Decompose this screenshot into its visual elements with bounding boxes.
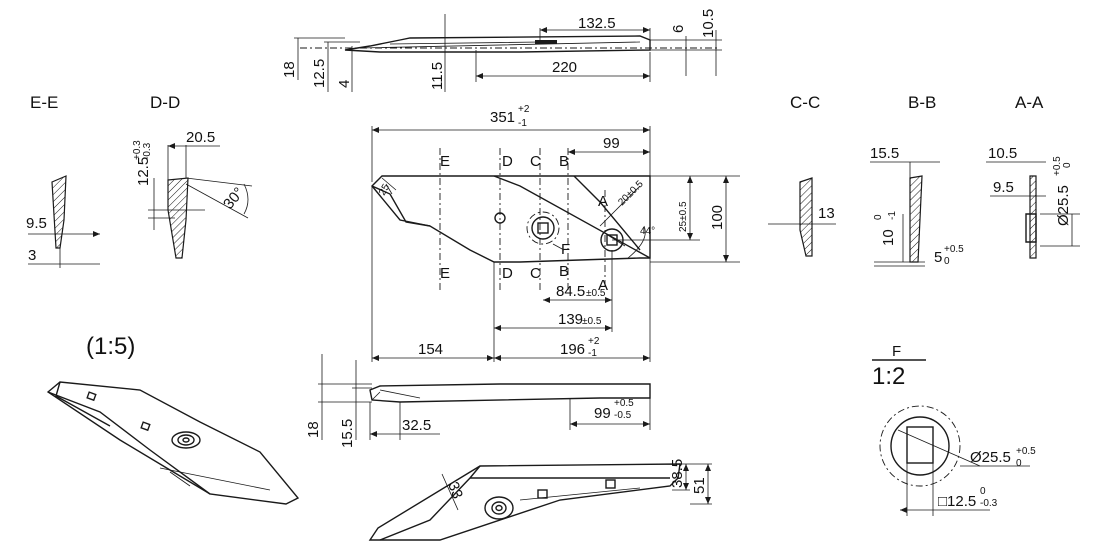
dim-25-0-5: 25±0.5 [678,201,689,232]
cut-b-top: B [559,153,569,170]
dim-iso-33: 33 [444,480,466,501]
detail-f: F 1:2 Ø25.5 +0.5 0 □12.5 0 -0.3 [872,343,1036,516]
side-view: 18 15.5 32.5 99 +0.5 -0.5 [305,354,651,448]
dim-139-tol: ±0.5 [582,316,602,327]
dim-side-15-5: 15.5 [339,419,356,448]
svg-text:25: 25 [377,182,392,198]
dim-bb-10: 10 [880,229,897,246]
dim-12-5-top: 12.5 [311,59,328,88]
dim-dd-12-5-tol-dn: -0.3 [142,142,153,160]
cut-d-top: D [502,153,513,170]
section-labels: E-E D-D C-C B-B A-A [30,93,1044,112]
scale-label: (1:5) [86,333,135,360]
section-cc: 13 [768,177,836,257]
label-cc: C-C [790,93,820,112]
angle-44: 44° [640,226,655,237]
dim-dd-12-5-tol-up: +0.3 [132,140,143,160]
dim-dd-20-5: 20.5 [186,129,215,146]
detail-f-dia: Ø25.5 [970,449,1011,466]
dim-bb-15-5: 15.5 [870,145,899,162]
dim-196-tol-up: +2 [588,336,600,347]
dim-dd-30: 30° [220,184,248,212]
cut-c-bottom: C [530,265,541,282]
dim-bb-10-tol-dn: -1 [887,211,898,220]
dim-side-99-tol-up: +0.5 [614,398,634,409]
dim-iso-38-5: 38.5 [669,459,686,488]
dim-side-18: 18 [305,421,322,438]
dim-bb-5-tol-up: +0.5 [944,244,964,255]
detail-f-sq: □12.5 [938,493,976,510]
detail-f-mark: F [561,241,570,258]
top-view: 132.5 220 6 10.5 18 12.5 4 11.5 [281,9,722,92]
dim-aa-9-5: 9.5 [993,179,1014,196]
dim-side-32-5: 32.5 [402,417,431,434]
dim-84-5: 84.5 [556,283,585,300]
dim-351-tol-dn: -1 [518,118,527,129]
dim-bb-5: 5 [934,249,942,266]
cut-a-bottom: A [598,277,608,294]
dim-154: 154 [418,341,443,358]
dim-351-tol-up: +2 [518,104,530,115]
cut-d-bottom: D [502,265,513,282]
dim-aa-10-5: 10.5 [988,145,1017,162]
dim-bb-10-tol-up: 0 [873,214,884,220]
dim-10-5: 10.5 [700,9,717,38]
label-ee: E-E [30,93,58,112]
cut-e-top: E [440,153,450,170]
section-aa: 10.5 9.5 Ø25.5 +0.5 0 [986,145,1080,259]
detail-f-dia-tol-up: +0.5 [1016,446,1036,457]
dim-bb-5-tol-dn: 0 [944,256,950,267]
dim-132-5: 132.5 [578,15,616,32]
label-dd: D-D [150,93,180,112]
main-view: 25 E E D D C C B B A A F 351 +2 -1 [371,104,740,362]
dim-99-main: 99 [603,135,620,152]
dim-196-tol-dn: -1 [588,348,597,359]
detail-f-title: F [892,343,901,360]
iso-view-bottom: 33 38.5 51 [368,459,712,541]
cut-e-bottom: E [440,265,450,282]
label-aa: A-A [1015,93,1044,112]
detail-f-sq-tol-up: 0 [980,486,986,497]
iso-view-left [46,381,300,505]
dim-20-0-5: 20±0.5 [616,178,646,208]
dim-dd-12-5: 12.5 [135,157,152,186]
detail-f-dia-tol-dn: 0 [1016,458,1022,469]
section-bb: 15.5 10 0 -1 5 +0.5 0 [870,145,964,267]
dim-84-5-tol: ±0.5 [586,288,606,299]
dim-220: 220 [552,59,577,76]
cut-b-bottom: B [559,263,569,280]
dim-side-99: 99 [594,405,611,422]
cut-a-top: A [598,193,608,210]
dim-side-99-tol-dn: -0.5 [614,410,632,421]
dim-cc-13: 13 [818,205,835,222]
dim-4-top: 4 [336,80,353,88]
cut-c-top: C [530,153,541,170]
dim-ee-9-5: 9.5 [26,215,47,232]
dim-18-top: 18 [281,61,298,78]
dim-aa-tol-dn: 0 [1062,162,1073,168]
dim-aa-tol-up: +0.5 [1052,156,1063,176]
dim-11-5-top: 11.5 [429,62,446,90]
dim-iso-51: 51 [691,477,708,494]
section-dd: 20.5 12.5 +0.3 -0.3 30° [132,129,253,259]
label-bb: B-B [908,93,936,112]
dim-100: 100 [709,205,726,230]
detail-f-sq-tol-dn: -0.3 [980,498,998,509]
dim-139: 139 [558,311,583,328]
dim-6: 6 [670,25,687,33]
detail-f-scale: 1:2 [872,363,905,390]
dim-ee-3: 3 [28,247,36,264]
dim-aa-25-5: Ø25.5 [1055,185,1072,226]
dim-196: 196 [560,341,585,358]
section-ee: 9.5 3 [26,175,100,268]
dim-351: 351 [490,109,515,126]
